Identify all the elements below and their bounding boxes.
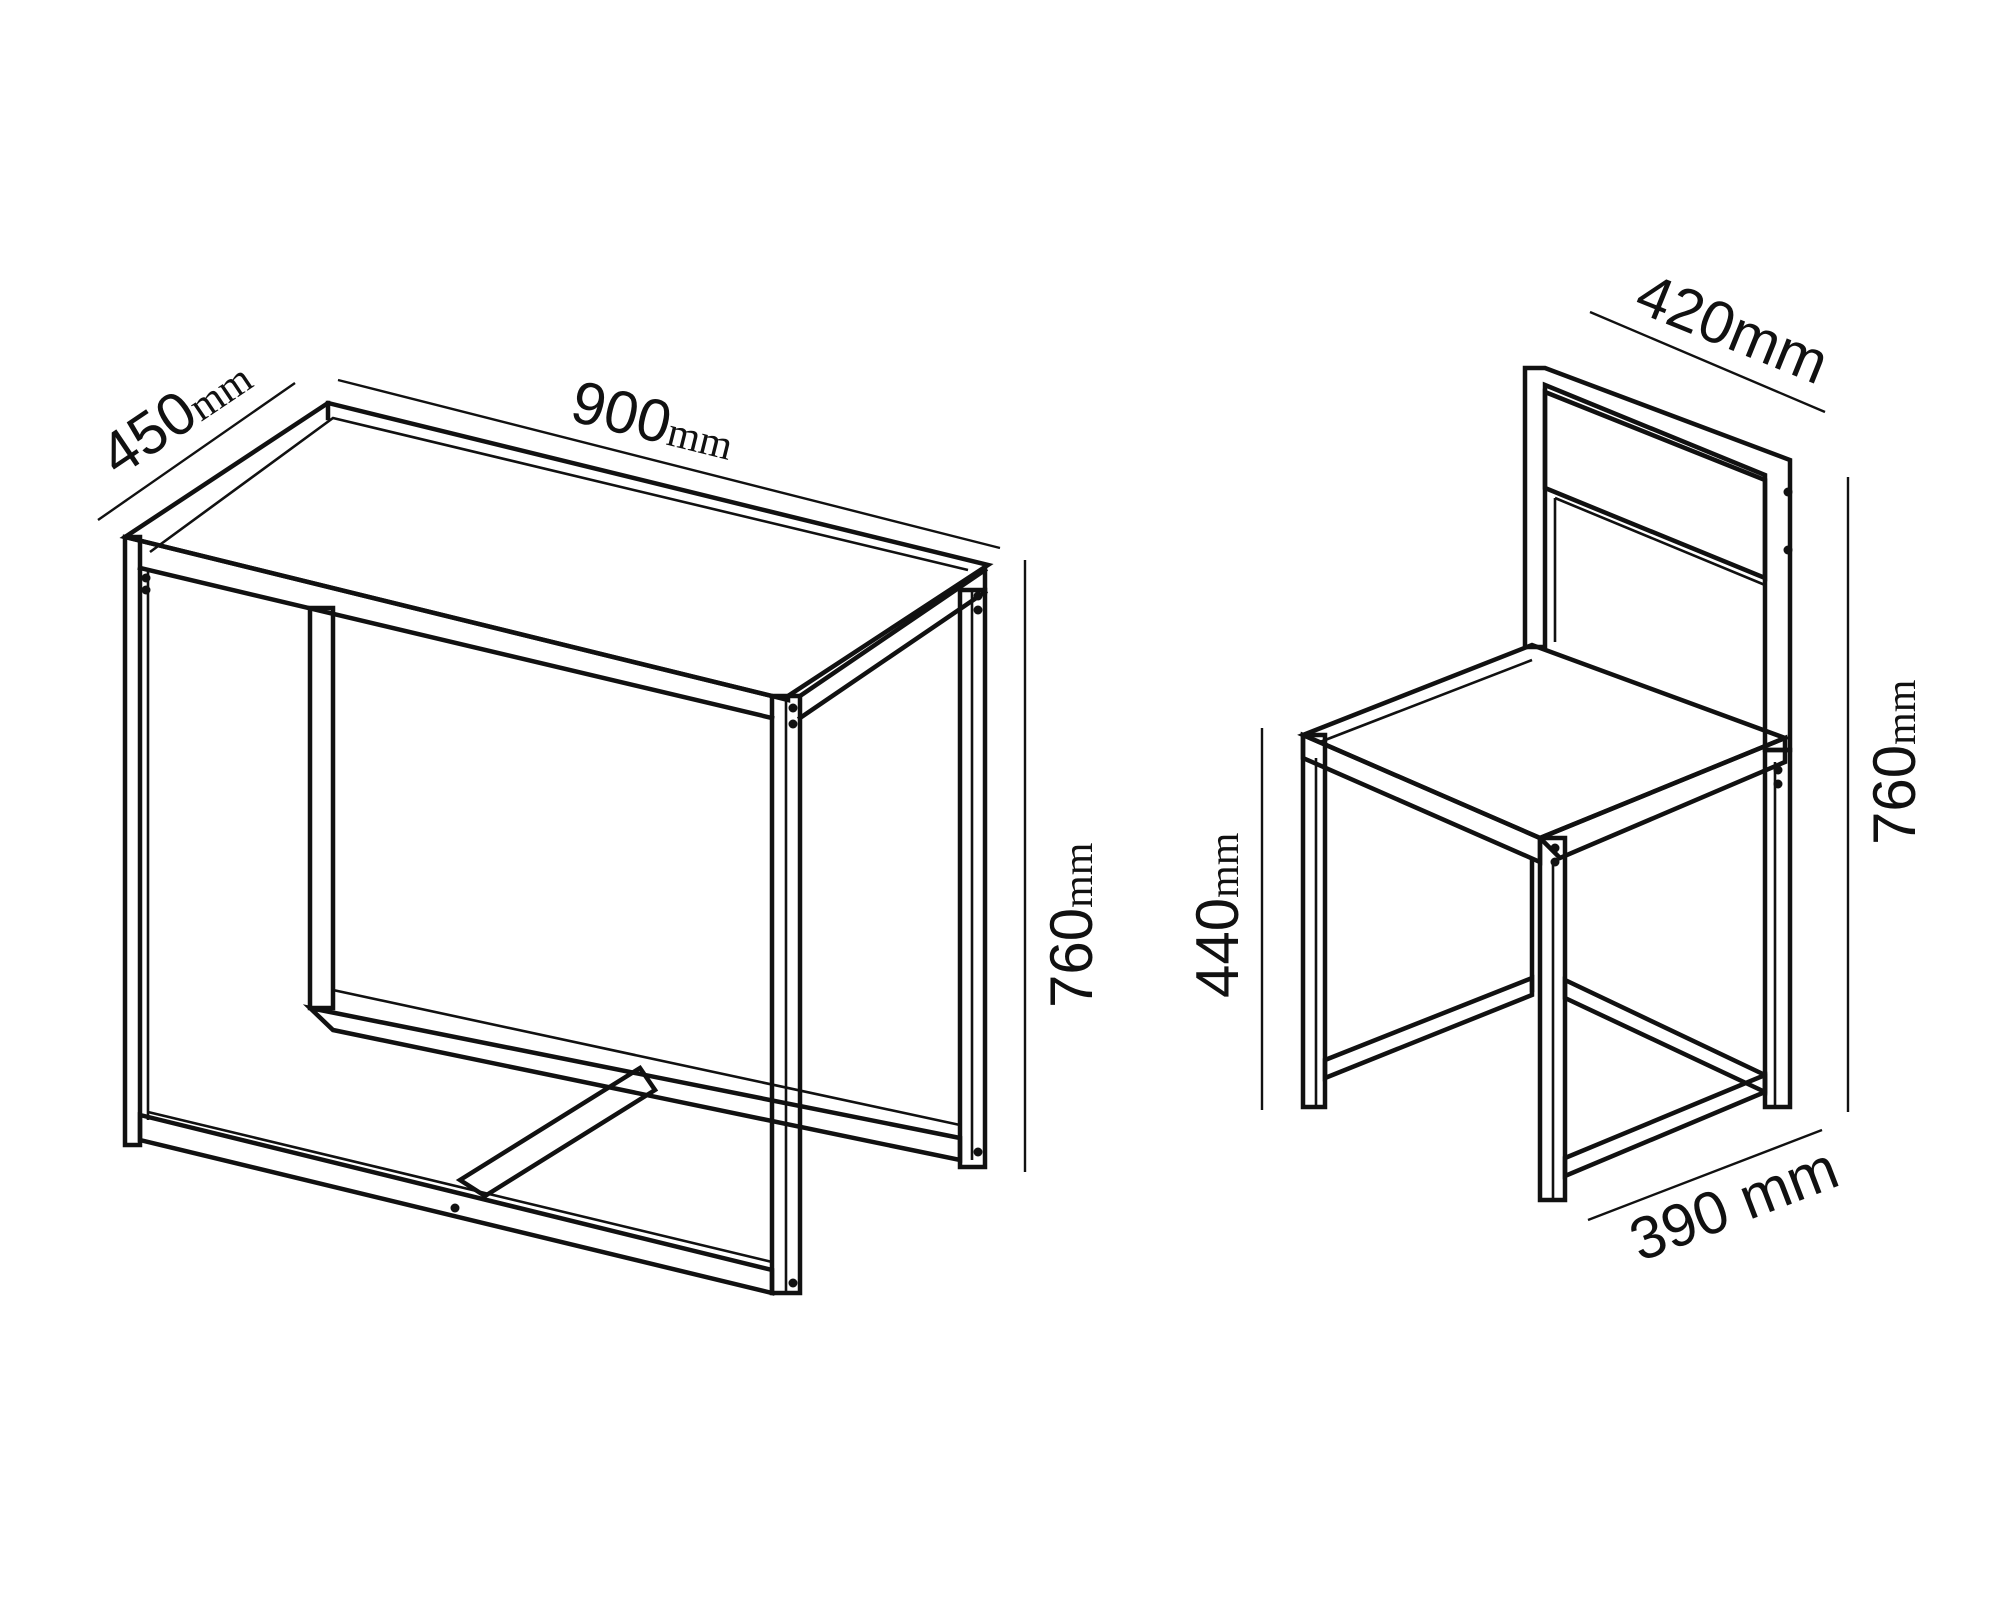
chair-leg-front-left [1300,732,1328,1110]
chair-width-dimension-line [1589,310,1826,414]
table-front-stretcher [137,1112,775,1296]
chair-seat-top [1297,642,1792,841]
table-height-label: 760mm [1038,842,1105,1008]
table-top-rim [149,416,969,572]
table-bolt [788,719,798,729]
table-bolt [788,703,798,713]
table-bolt [973,605,983,615]
chair-bolt [1773,765,1783,775]
table-width-dimension: 900mm [337,368,1001,550]
table-back-stretcher-top [332,988,961,1127]
table-leg-back-right [957,587,988,1170]
chair-seat-front-face [1300,731,1543,866]
chair-height-label: 760mm [1861,679,1928,845]
chair-height-dimension: 760mm [1846,477,1928,1112]
chair-seat-side-face [1536,734,1788,861]
chair-seat-back-edge [1319,658,1533,744]
chair-backrest-lower-rail [1554,496,1766,587]
chair-depth-label: 390 mm [1621,1134,1847,1274]
table-width-dimension-line [337,378,1001,550]
table-bolt [788,1278,798,1288]
chair-seat-height-dimension: 440mm [1184,728,1264,1110]
chair-backrest-panel [1542,388,1768,582]
table-front-apron-top [122,534,775,699]
chair-width-label: 420mm [1627,260,1838,397]
table-bolt [141,573,151,583]
table-side-stretcher [455,1064,659,1199]
table-bolt [450,1203,460,1213]
chair-bolt [1783,545,1793,555]
table-right-apron-bottom [796,588,989,722]
chair-leg-back-right [1762,747,1793,1110]
table-bolt [973,1147,983,1157]
chair-bolt [1773,779,1783,789]
table-width-label: 900mm [565,368,742,473]
table-height-dimension: 760mm [1023,560,1105,1172]
table-drawing [119,400,994,1296]
table-right-apron-top [796,566,989,700]
chair-bolt [1783,487,1793,497]
table-leg-back-left [307,605,336,1011]
chair-width-dimension: 420mm [1589,260,1838,414]
chair-seat-height-label: 440mm [1184,832,1251,998]
table-leg-front-left [122,534,143,1148]
table-depth-dimension-line [97,382,296,521]
table-bolt [973,591,983,601]
table-front-apron-bottom [137,565,775,721]
chair-bolt [1550,843,1560,853]
table-bolt [141,585,151,595]
chair-right-stretcher [1562,1071,1768,1180]
table-front-stretcher-top [147,1110,773,1264]
chair-drawing [1297,365,1793,1203]
table-back-stretcher [302,1004,963,1163]
chair-back-stretcher [1562,976,1768,1096]
chair-depth-dimension-line [1587,1128,1823,1222]
chair-left-stretcher [1322,974,1535,1082]
chair-bolt [1550,857,1560,867]
